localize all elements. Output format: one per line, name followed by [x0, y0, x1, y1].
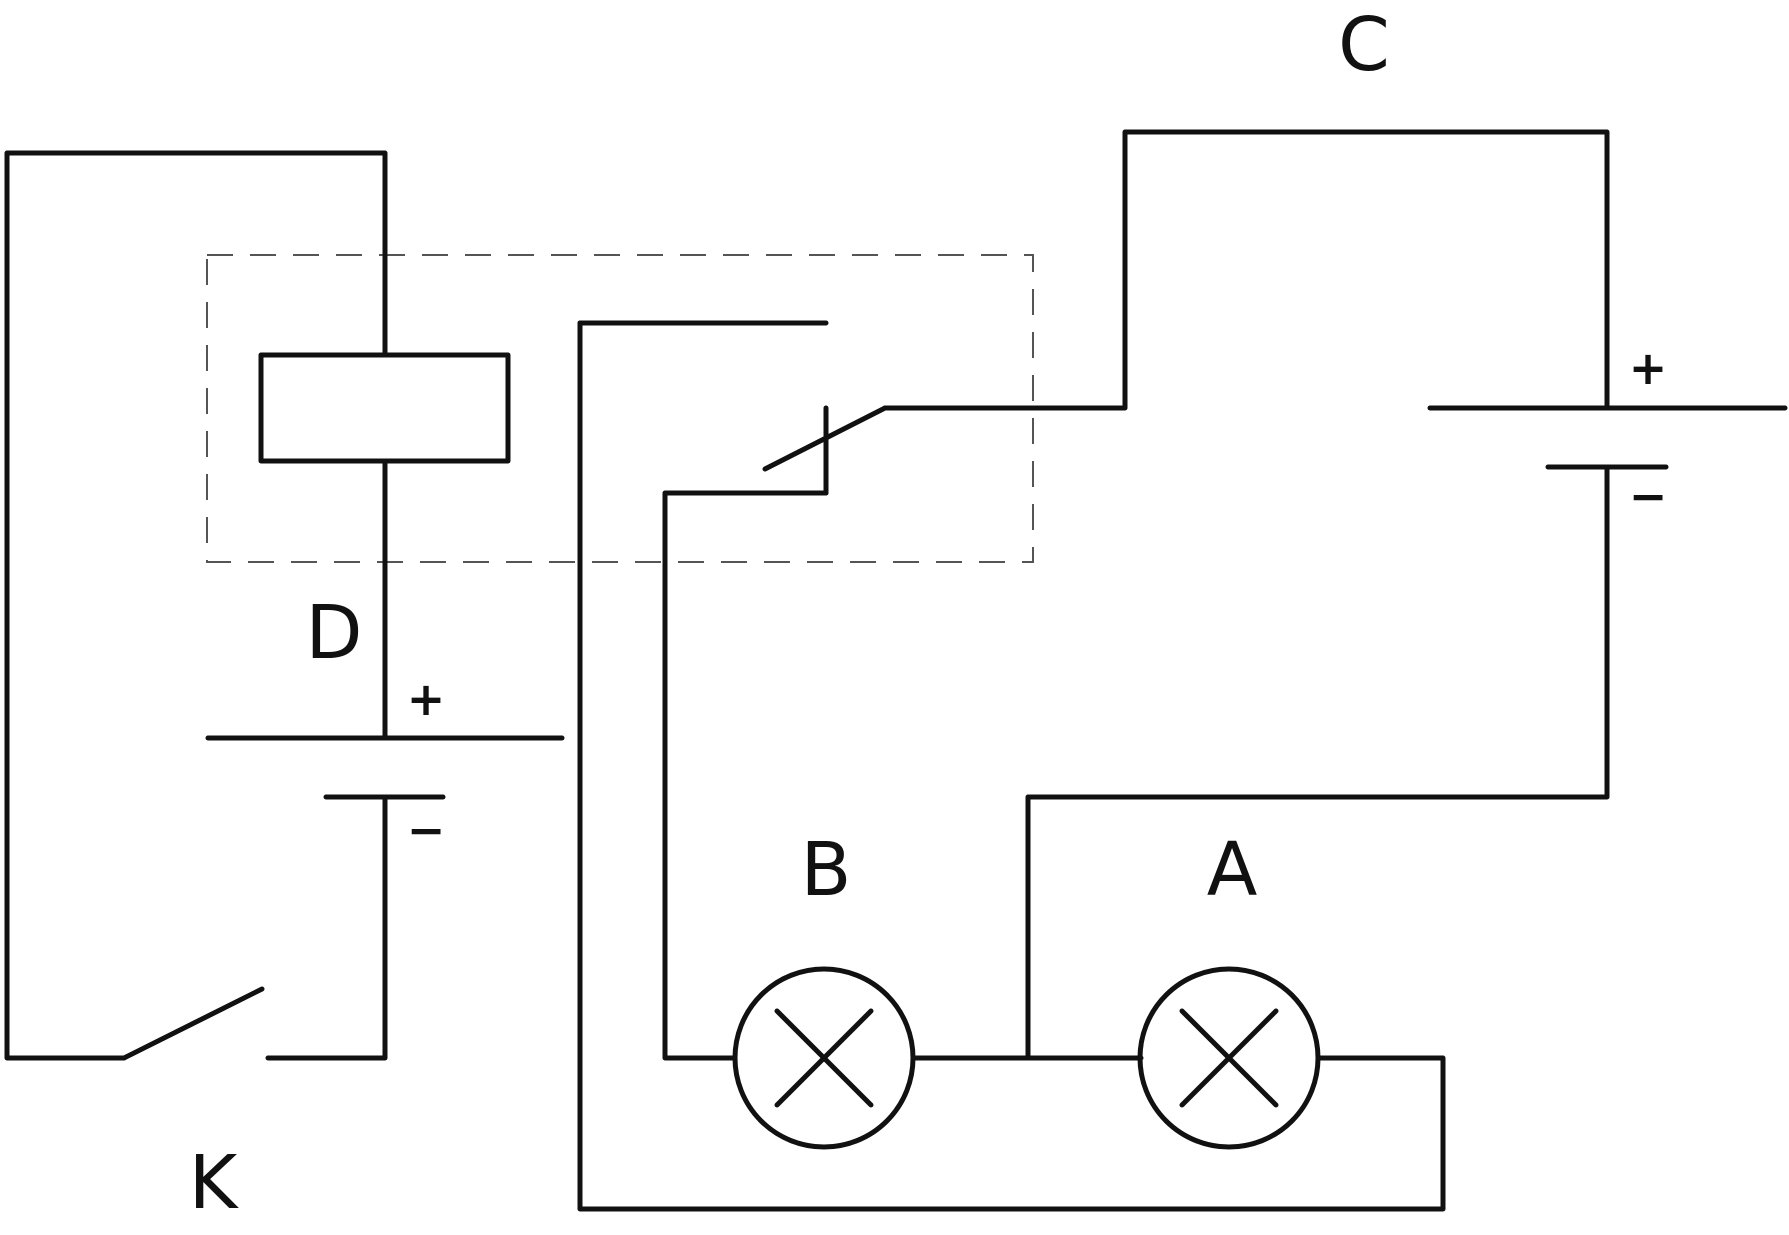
lamp-a: [1137, 966, 1321, 1150]
label-b: B: [801, 827, 852, 913]
battery-right-plus-sign: +: [1629, 341, 1668, 395]
lamp-b: [732, 966, 916, 1150]
relay-enclosure: [206, 254, 1034, 563]
battery-left-plus-sign: +: [407, 672, 446, 726]
battery-right-return-wire: [1025, 464, 1610, 1061]
relay-to-source-c-wire: [882, 129, 1610, 411]
lamp-circuit: [577, 129, 1788, 1212]
switch-k-lever[interactable]: [121, 986, 265, 1061]
contact-to-lamp-b-wire: [662, 490, 829, 1061]
label-d: D: [306, 590, 363, 676]
control-circuit: [4, 150, 565, 1061]
open-contact-to-lamp-a-wire: [577, 320, 1446, 1212]
relay-coil: [258, 352, 511, 464]
label-k: K: [189, 1140, 240, 1226]
label-a: A: [1207, 827, 1258, 913]
battery-right-minus-sign: −: [1629, 469, 1668, 523]
label-c: C: [1338, 2, 1390, 88]
battery-left-minus-sign: −: [407, 803, 446, 857]
battery-to-switch-wire: [265, 794, 388, 1061]
control-loop-wire: [4, 150, 388, 1061]
